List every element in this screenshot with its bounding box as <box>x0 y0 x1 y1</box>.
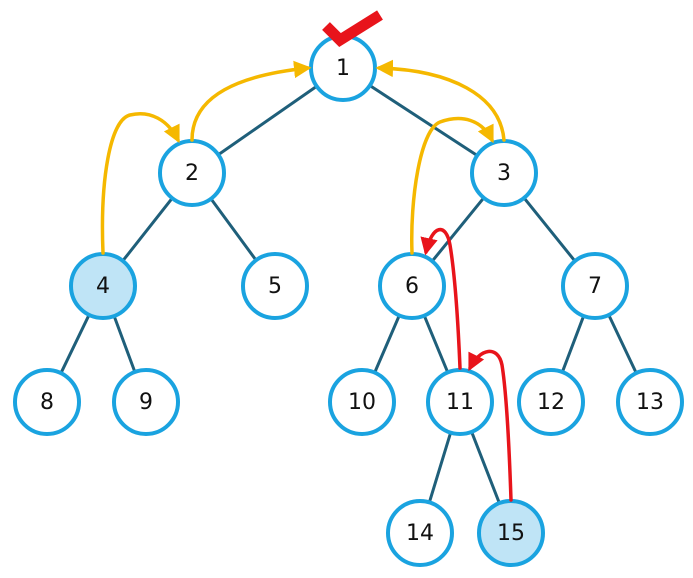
tree-edge-4-9 <box>112 314 137 374</box>
node-label: 2 <box>185 161 199 186</box>
arrow-2-to-1 <box>190 60 312 142</box>
tree-edge-7-13 <box>607 313 638 375</box>
node-label: 11 <box>446 390 474 415</box>
tree-node-9: 9 <box>112 368 180 436</box>
tree-node-14: 14 <box>386 499 454 567</box>
tree-node-3: 3 <box>470 139 538 207</box>
tree-node-4: 4 <box>69 252 137 320</box>
arrow-15-to-11 <box>468 349 513 502</box>
tree-edge-2-4 <box>121 196 174 263</box>
node-label: 5 <box>268 274 282 299</box>
node-circle <box>241 252 309 320</box>
node-label: 7 <box>588 274 602 299</box>
node-label: 6 <box>405 274 419 299</box>
arrow-6-to-3 <box>410 116 494 255</box>
arrow-4-to-2 <box>100 112 180 255</box>
node-label: 4 <box>96 274 110 299</box>
node-label: 15 <box>497 521 525 546</box>
node-circle <box>112 368 180 436</box>
node-label: 13 <box>636 390 664 415</box>
tree-node-7: 7 <box>561 252 629 320</box>
tree-edge-11-14 <box>427 431 453 504</box>
tree-node-15: 15 <box>477 499 545 567</box>
node-circle <box>328 368 396 436</box>
tree-edge-1-3 <box>368 83 479 158</box>
tree-edge-3-6 <box>430 196 486 263</box>
tree-edge-7-12 <box>560 314 586 374</box>
node-circle <box>517 368 585 436</box>
tree-edge-11-15 <box>470 430 501 505</box>
tree-edges <box>59 83 638 505</box>
tree-node-6: 6 <box>378 252 446 320</box>
tree-edge-4-8 <box>59 313 91 375</box>
node-label: 3 <box>497 161 511 186</box>
node-circle <box>426 368 494 436</box>
arrow-11-to-6 <box>420 227 462 370</box>
tree-node-5: 5 <box>241 252 309 320</box>
node-circle <box>561 252 629 320</box>
tree-edge-3-7 <box>522 196 577 263</box>
node-label: 14 <box>406 521 434 546</box>
tree-node-1: 1 <box>309 34 377 102</box>
node-circle <box>13 368 81 436</box>
node-label: 8 <box>40 390 54 415</box>
node-label: 1 <box>336 56 350 81</box>
tree-node-2: 2 <box>158 139 226 207</box>
tree-node-12: 12 <box>517 368 585 436</box>
tree-node-10: 10 <box>328 368 396 436</box>
tree-edge-6-11 <box>422 314 450 374</box>
node-circle <box>386 499 454 567</box>
traversal-arrows <box>100 59 513 502</box>
node-label: 9 <box>139 390 153 415</box>
checkmark-icon <box>322 10 383 47</box>
arrow-3-to-1 <box>375 59 506 142</box>
tree-node-8: 8 <box>13 368 81 436</box>
tree-edge-6-10 <box>373 313 401 375</box>
node-label: 12 <box>537 390 565 415</box>
tree-node-11: 11 <box>426 368 494 436</box>
tree-edge-2-5 <box>209 197 258 262</box>
node-label: 10 <box>348 390 376 415</box>
tree-edge-1-2 <box>216 84 319 157</box>
node-circle <box>616 368 684 436</box>
tree-node-13: 13 <box>616 368 684 436</box>
